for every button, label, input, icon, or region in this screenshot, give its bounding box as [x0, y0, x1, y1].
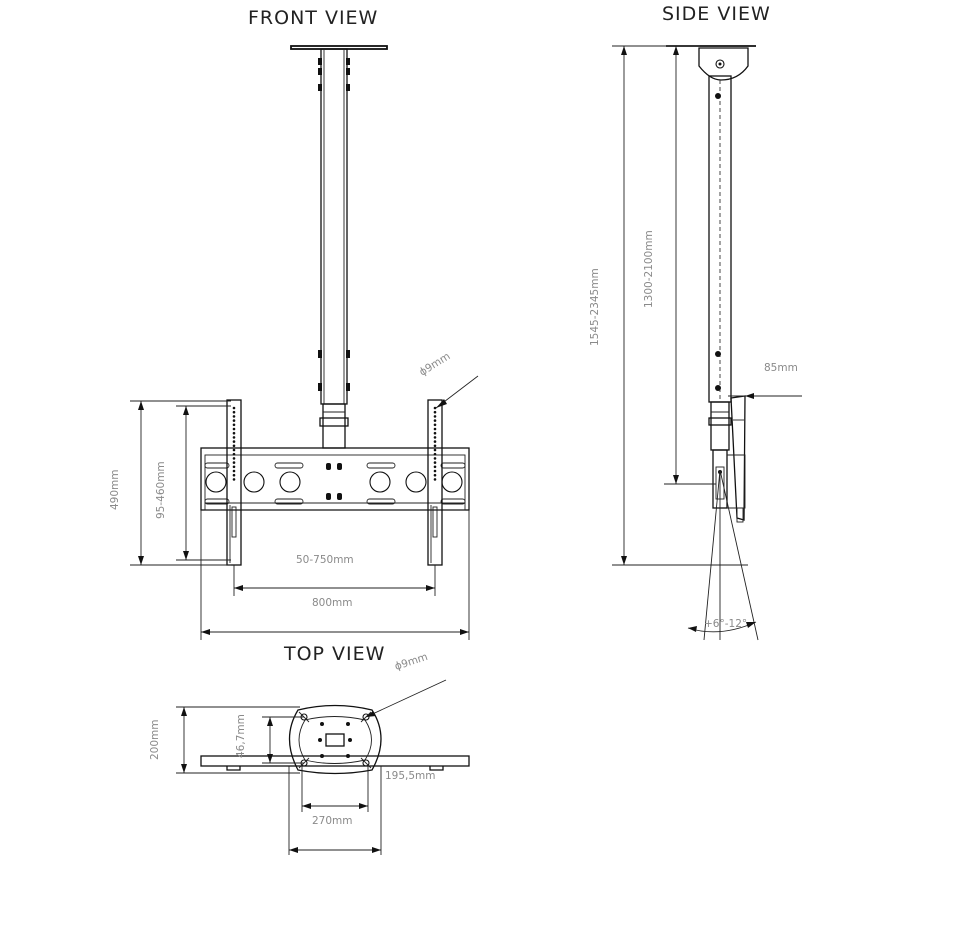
top-view: ɸ9mm 200mm 46,7mm 195,5mm 270mm: [149, 651, 470, 855]
arm-hole: [433, 427, 437, 431]
ceiling-bracket-side: [698, 47, 749, 81]
top-depth-dimension: 200mm: [149, 720, 161, 761]
arm-hole: [433, 473, 437, 477]
tv-plate-side: [730, 395, 746, 521]
arm-hole: [232, 457, 236, 460]
arm-hole: [433, 444, 437, 448]
front-height-total-dimension: 490mm: [109, 470, 121, 511]
arm-hole: [232, 436, 236, 439]
front-width-total-dimension: 800mm: [312, 597, 353, 609]
arm-hole: [232, 478, 236, 481]
arm-hole: [232, 461, 236, 464]
top-view-title: TOP VIEW: [283, 643, 385, 665]
arm-holes-left: [232, 406, 236, 481]
side-view: 1545-2345mm 1300-2100mm 85mm +6°-12°: [589, 45, 802, 641]
arm-hole: [232, 431, 236, 435]
arm-hole: [232, 473, 236, 477]
arm-hole: [232, 465, 236, 469]
arm-hole: [232, 406, 236, 410]
arm-hole: [232, 448, 236, 452]
arm-hole: [232, 452, 236, 456]
side-view-title: SIDE VIEW: [662, 3, 771, 25]
arm-hole: [433, 419, 437, 422]
front-view-title: FRONT VIEW: [248, 7, 378, 29]
arm-hole: [433, 478, 437, 481]
side-pole-dimension: 1300-2100mm: [643, 230, 655, 308]
arm-hole: [433, 448, 437, 452]
arm-hole: [232, 469, 236, 473]
side-total-dimension: 1545-2345mm: [589, 268, 601, 346]
arm-holes-right: [433, 406, 437, 481]
ceiling-plate-top: [288, 704, 382, 775]
arm-hole: [433, 469, 437, 473]
arm-hole: [433, 406, 437, 410]
top-hole-dimension: ɸ9mm: [393, 651, 429, 673]
arm-hole: [232, 415, 236, 418]
pole-front: [320, 48, 348, 405]
arm-hole: [433, 440, 437, 443]
arm-hole: [433, 457, 437, 460]
front-view: ɸ9mm 490mm 95-460mm 50-750mm 800mm: [109, 45, 479, 640]
arm-hole: [232, 440, 236, 443]
top-plate-inner-dimension: 195,5mm: [385, 770, 436, 782]
front-width-adjust-dimension: 50-750mm: [296, 554, 354, 566]
top-inner-dimension: 46,7mm: [235, 714, 247, 758]
arm-hole: [232, 444, 236, 448]
front-height-adjust-dimension: 95-460mm: [155, 461, 167, 519]
front-hole-dimension: ɸ9mm: [417, 350, 452, 378]
top-plate-outer-dimension: 270mm: [312, 815, 353, 827]
arm-hole: [433, 452, 437, 456]
arm-hole: [433, 423, 437, 427]
arm-hole: [433, 415, 437, 418]
arm-hole: [433, 431, 437, 435]
arm-hole: [232, 419, 236, 422]
arm-hole: [232, 427, 236, 431]
pole-lower-side: [710, 401, 730, 451]
arm-hole: [433, 436, 437, 439]
bracket-bar-top: [200, 755, 470, 767]
side-depth-dimension: 85mm: [764, 362, 798, 374]
arm-hole: [433, 465, 437, 469]
arm-hole: [433, 410, 437, 414]
arm-hole: [232, 423, 236, 427]
arm-hole: [232, 410, 236, 414]
side-tilt-dimension: +6°-12°: [704, 618, 747, 630]
arm-hole: [433, 461, 437, 464]
